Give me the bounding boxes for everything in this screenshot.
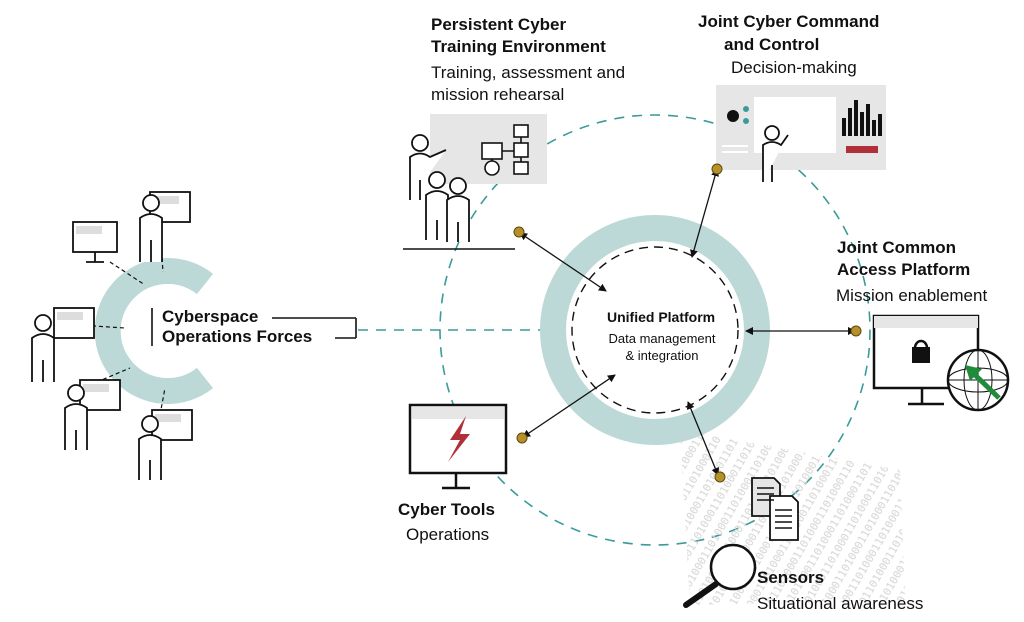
access-title-1: Joint Common — [837, 238, 956, 257]
magnifier-icon — [709, 543, 757, 591]
node-dot — [513, 226, 525, 238]
command-title-2: and Control — [724, 35, 820, 54]
sensors-title: Sensors — [757, 568, 825, 587]
green-arrow-icon — [970, 370, 1001, 400]
arrow-command — [690, 168, 719, 258]
training-illustration — [403, 114, 547, 250]
forces-label-1: Cyberspace — [162, 307, 259, 326]
lock-icon — [912, 347, 930, 363]
monitor-icon — [53, 191, 193, 441]
center-subtitle-1: Data management — [608, 331, 716, 346]
forces-label-2: Operations Forces — [162, 327, 313, 346]
node-dot — [714, 471, 726, 483]
training-title-1: Persistent Cyber — [431, 15, 567, 34]
arrow-training — [519, 232, 607, 292]
sensors-desc: Situational awareness — [757, 594, 924, 613]
training-title-2: Training Environment — [431, 37, 606, 56]
arrow-tools — [522, 374, 616, 438]
unified-platform-inner-dash — [571, 246, 739, 414]
tools-desc: Operations — [406, 525, 490, 544]
forces-group — [31, 191, 357, 480]
command-desc: Decision-making — [731, 58, 857, 77]
forces-c-ring — [94, 258, 214, 404]
node-dot — [516, 432, 528, 444]
access-desc: Mission enablement — [836, 286, 988, 305]
training-desc-2: mission rehearsal — [431, 85, 565, 104]
lock-icon — [913, 339, 929, 349]
operator-person-icon — [31, 194, 163, 480]
node-dot — [711, 163, 723, 175]
access-title-2: Access Platform — [837, 260, 971, 279]
tools-illustration — [408, 403, 508, 490]
training-desc-1: Training, assessment and — [431, 63, 626, 82]
access-illustration — [872, 314, 1010, 412]
command-illustration — [716, 85, 886, 182]
arrow-sensors — [686, 401, 720, 476]
command-title-1: Joint Cyber Command — [698, 12, 880, 31]
sensors-illustration — [683, 477, 799, 608]
node-dot — [850, 325, 862, 337]
center-subtitle-2: & integration — [625, 348, 699, 363]
lightning-icon — [448, 416, 470, 462]
tools-title: Cyber Tools — [398, 500, 495, 519]
center-title: Unified Platform — [607, 309, 716, 325]
